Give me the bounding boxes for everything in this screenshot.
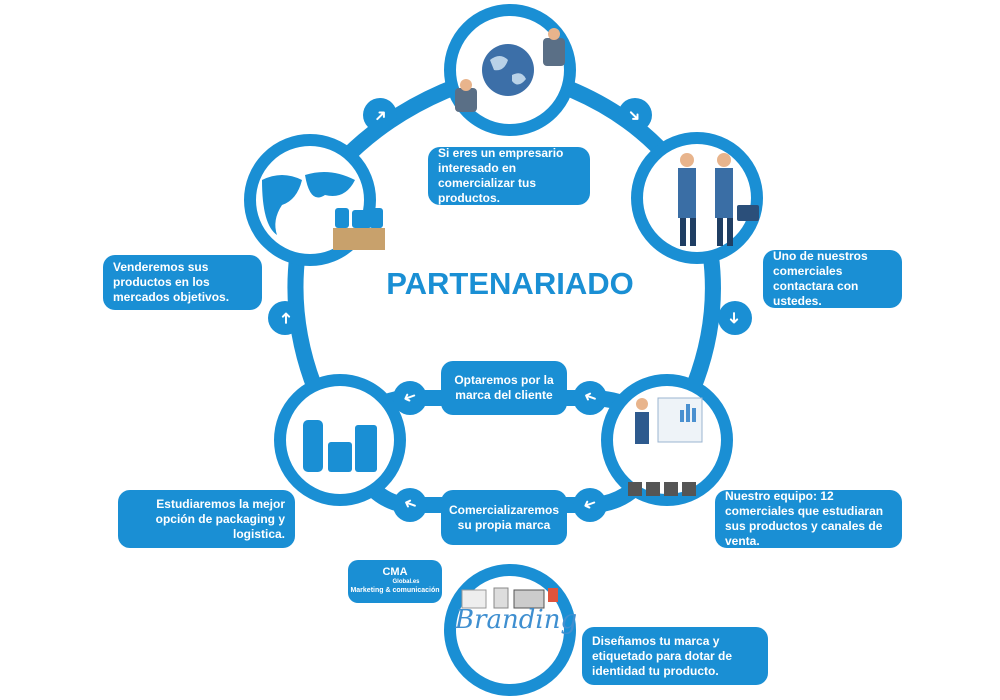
presentation-icon	[628, 397, 703, 496]
branding-word: Branding	[455, 605, 578, 635]
diagram-title: PARTENARIADO	[386, 266, 634, 301]
arrow-bubble	[618, 98, 652, 132]
step-contact-box: Uno de nuestros comerciales contactara c…	[763, 249, 902, 308]
arrow-bubble	[573, 488, 607, 522]
step-own-brand-box: Comercializaremos su propia marca	[441, 490, 567, 545]
arrow-up-icon: ➜	[276, 311, 295, 324]
arrow-bubble	[393, 381, 427, 415]
arrow-bubble	[268, 301, 302, 335]
step-client-brand-box: Optaremos por la marca del cliente	[441, 361, 567, 415]
arrow-left-icon: ➜	[400, 386, 419, 408]
arrow-down-icon: ➜	[725, 311, 744, 324]
bottles-icon	[303, 420, 377, 472]
step-start-box: Si eres un empresario interesado en come…	[428, 146, 590, 205]
world-map-icon	[262, 171, 385, 250]
arrow-bubble	[363, 98, 397, 132]
step-branding-box: Diseñamos tu marca y etiquetado para dot…	[582, 627, 768, 685]
arrow-left-icon: ➜	[581, 386, 600, 408]
circle-packaging	[274, 374, 406, 506]
arrow-bubble	[573, 381, 607, 415]
globe-icon	[455, 28, 565, 112]
step-team-box: Nuestro equipo: 12 comerciales que estud…	[715, 489, 902, 548]
logo-tagline: Marketing & comunicación	[350, 587, 440, 594]
branding-tools-icon	[461, 587, 558, 609]
arrow-left-icon: ➜	[401, 493, 420, 515]
step-packaging-box: Estudiaremos la mejor opción de packagin…	[118, 490, 295, 548]
logo-domain: Global.es	[392, 579, 420, 585]
logo-name: CMA	[382, 566, 408, 578]
arrow-left-icon: ➜	[580, 493, 599, 515]
handshake-icon	[678, 153, 759, 246]
step-sell-box: Venderemos sus productos en los mercados…	[103, 255, 262, 310]
cma-logo: CMA Global.es Marketing & comunicación	[348, 560, 442, 603]
arrow-bubble	[718, 301, 752, 335]
arrow-bubble	[393, 488, 427, 522]
circle-handshake	[631, 132, 763, 264]
